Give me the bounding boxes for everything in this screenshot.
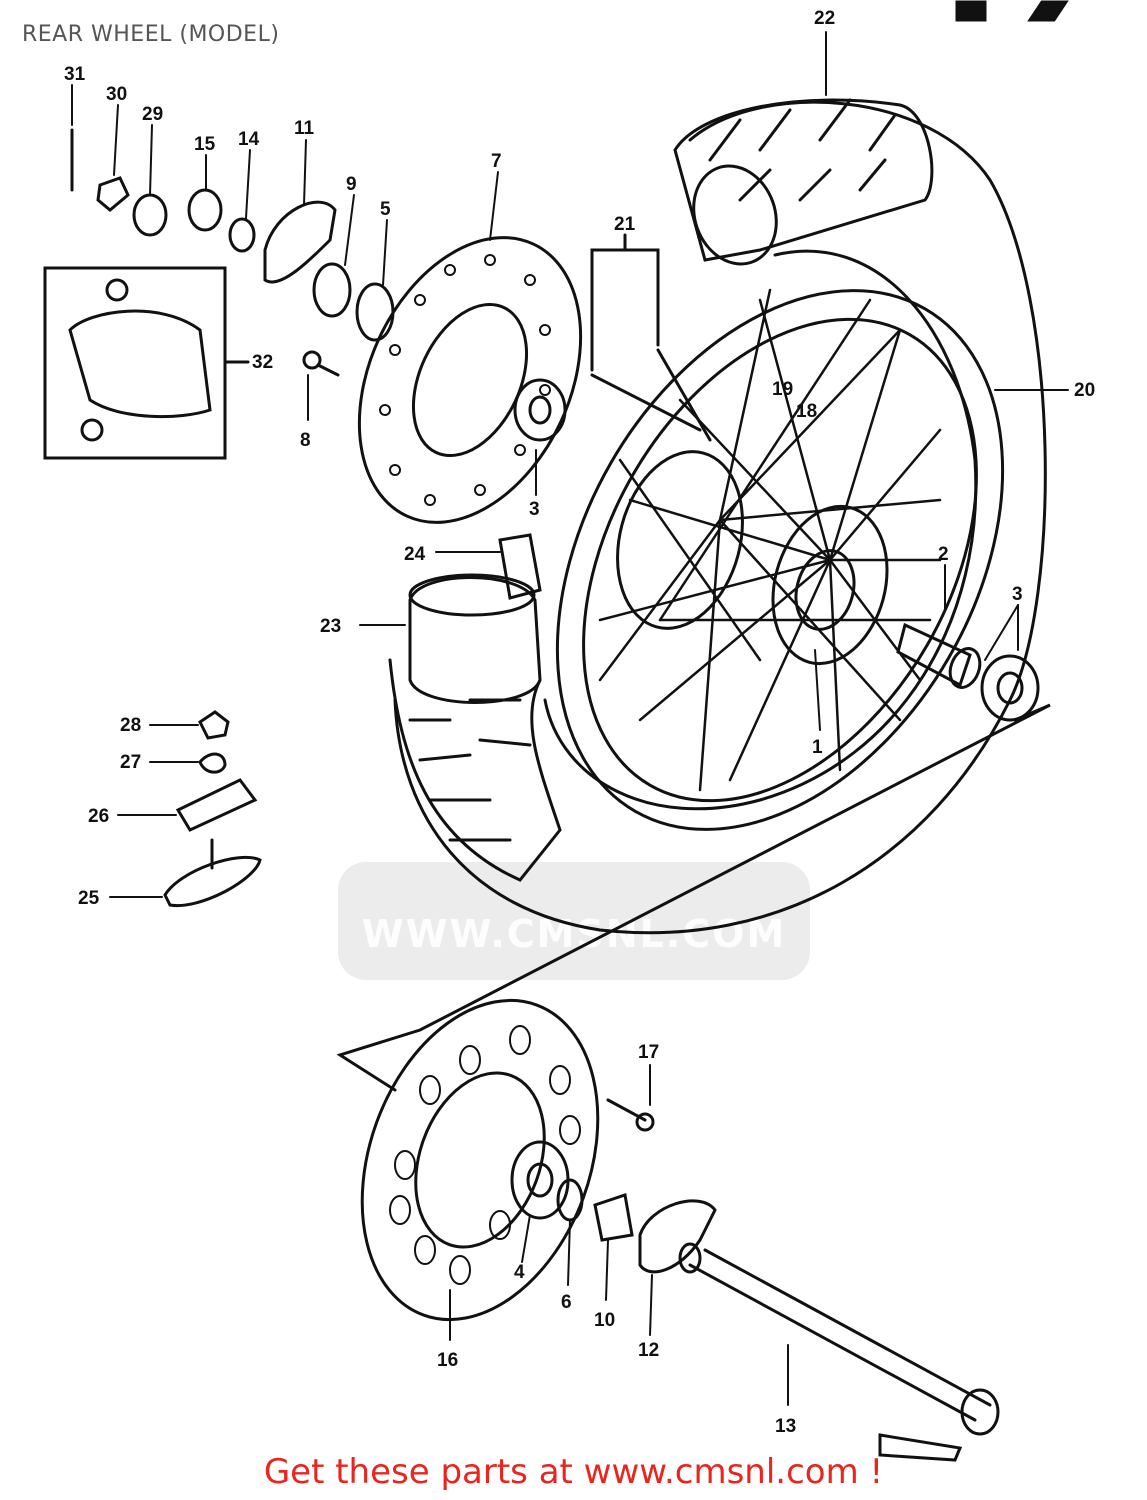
spacer-2 [896,622,972,688]
frame-line [336,703,1051,1092]
axle-13 [688,1263,977,1422]
plate-12 [638,1199,717,1274]
nut-28 [198,710,230,740]
rim-lock-26 [175,778,258,832]
watermark-text: WWW.CMSNL.COM [361,912,787,956]
callout-10: 10 [594,1310,615,1331]
collar-10 [593,1193,634,1242]
chain-guard-box-32 [43,266,227,460]
collar-15 [187,188,223,232]
brake-disc-7 [357,236,583,524]
callout-6: 6 [561,1292,572,1313]
washer-6 [556,1178,584,1222]
bearing-3-right [980,654,1040,722]
tire-tread-bottom [388,658,562,882]
callout-21: 21 [614,214,636,235]
callout-2: 2 [938,544,949,565]
callout-22: 22 [814,8,835,29]
callout-30: 30 [106,84,127,105]
washer-29 [132,193,168,237]
callout-20: 20 [1074,380,1095,401]
plate-11 [263,200,337,284]
callout-1: 1 [812,737,823,758]
callout-32: 32 [252,352,273,373]
page-title: REAR WHEEL (MODEL) [22,22,280,47]
callout-3b: 3 [1012,584,1023,605]
callout-29: 29 [142,104,163,125]
bearing-3-left [513,378,567,442]
callout-5: 5 [380,199,391,220]
callout-12: 12 [638,1340,659,1361]
sprocket-16 [360,998,600,1322]
callout-18: 18 [796,401,817,422]
rim-outer [555,289,1005,831]
callout-24: 24 [404,544,426,565]
callout-19: 19 [772,379,793,400]
callout-9: 9 [346,174,357,195]
corner-icon-left [955,0,987,22]
callout-7: 7 [491,151,502,172]
bolt-8 [302,350,322,370]
callout-11: 11 [294,118,315,139]
callout-13: 13 [775,1416,796,1437]
callout-4: 4 [514,1262,525,1283]
callout-14: 14 [238,129,260,150]
seal-5 [355,282,395,342]
rim-band-24 [498,533,542,600]
callout-16: 16 [437,1350,458,1371]
tube-valve-25 [163,855,262,908]
washer-14 [228,217,256,253]
hub-flange [771,504,889,666]
callout-27: 27 [120,752,141,773]
washer-27 [198,752,227,774]
callout-25: 25 [78,888,100,909]
callout-3a: 3 [529,499,540,520]
callout-31: 31 [64,64,86,85]
corner-icon-right [1027,0,1069,22]
tire-tread-top [673,98,934,262]
callout-labels: 22 31 30 29 15 14 11 9 5 7 21 32 8 3 19 … [64,8,1095,1437]
rim-inner [582,317,978,803]
callout-17: 17 [638,1042,659,1063]
callout-28: 28 [120,715,141,736]
callout-26: 26 [88,806,109,827]
callout-23: 23 [320,616,341,637]
spacer-9 [312,262,352,318]
cta-link[interactable]: Get these parts at www.cmsnl.com ! [263,1452,884,1492]
spoke-bracket-21 [590,248,660,372]
nut-30 [96,176,130,212]
callout-8: 8 [300,430,311,451]
tire-outline [393,100,1047,935]
callout-15: 15 [194,134,216,155]
watermark-badge [338,862,810,980]
